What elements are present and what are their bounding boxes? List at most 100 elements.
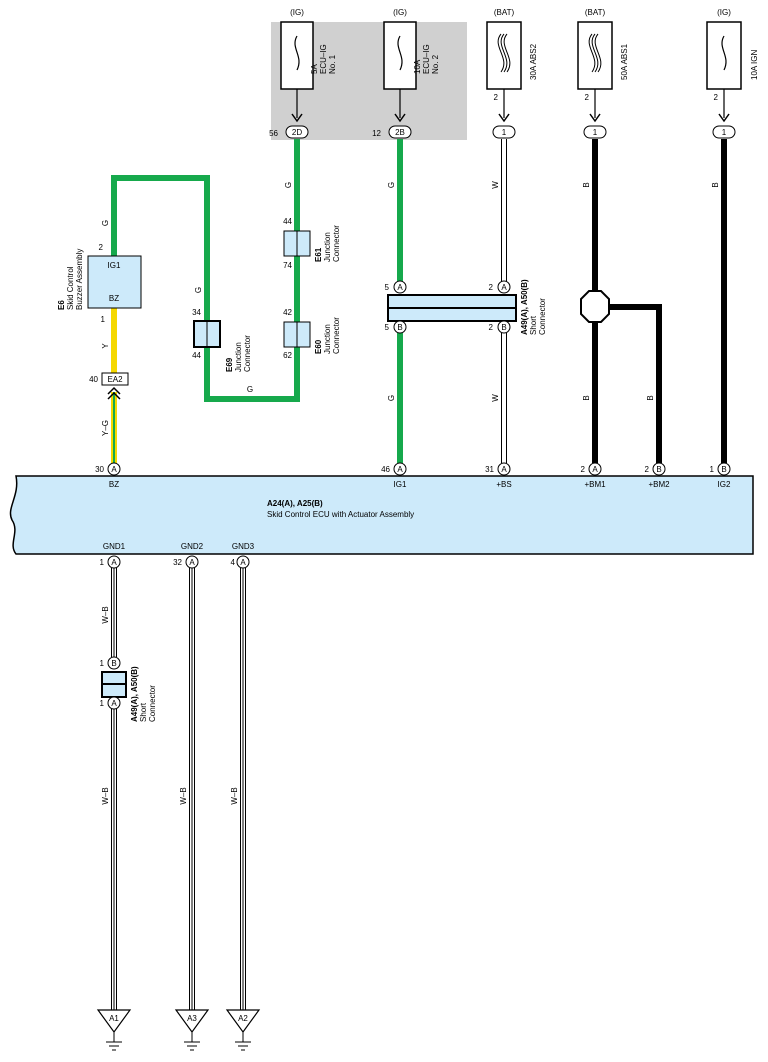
skid-control-buzzer: 2 IG1 BZ 1 E6 Skid Control Buzzer Assemb…	[57, 243, 142, 324]
ground-icon	[184, 1032, 200, 1051]
fuse-name: ECU–IG	[319, 44, 328, 74]
ecu-pin-gnd1: GND1 1 A	[100, 542, 126, 569]
wire-color-label: W–B	[101, 606, 110, 623]
fuse-pin: 2	[494, 93, 499, 102]
pin-label: +BM2	[648, 480, 670, 489]
fuse-rating: 50A ABS1	[620, 43, 629, 80]
fuse-source-label: (IG)	[290, 8, 304, 17]
ground-point-a3: A3	[174, 1009, 210, 1051]
pin-number: 44	[192, 351, 201, 360]
component-code: E61	[314, 247, 323, 262]
ground-label: A1	[109, 1014, 119, 1023]
pin-label: GND3	[232, 542, 255, 551]
connector-letter: A	[111, 465, 117, 474]
short-connector-top: A 5 A 2 B 5 B 2 A49(A), A50(B) Short Con…	[385, 279, 547, 335]
ground-icon	[106, 1032, 122, 1051]
pin-number: 5	[385, 283, 390, 292]
component-name: Short	[529, 315, 538, 335]
component-code: E60	[314, 339, 323, 354]
wire-color-label: G	[284, 182, 293, 188]
pin-number: 42	[283, 308, 292, 317]
terminal-arrow-icon	[718, 113, 730, 123]
fuse-icon	[721, 35, 727, 71]
pin-number: 44	[283, 217, 292, 226]
fuse-ecu-ig-no1: (IG) 5A ECU–IG No. 1 56 2D	[269, 8, 337, 139]
component-name: Short	[139, 702, 148, 722]
wire-color-label: G	[387, 395, 396, 401]
wire-color-label: W	[491, 181, 500, 189]
splice-point	[580, 290, 610, 323]
component-name: Connector	[332, 317, 341, 354]
pin-number: 1	[100, 659, 105, 668]
skid-control-ecu: A24(A), A25(B) Skid Control ECU with Act…	[9, 462, 754, 569]
pin-number: 2	[489, 323, 494, 332]
chevron-up-icon	[107, 386, 121, 400]
fuse-source-label: (BAT)	[494, 8, 515, 17]
connector-letter: B	[111, 659, 116, 668]
terminal-number: 56	[269, 129, 278, 138]
connector-letter: A	[397, 283, 403, 292]
fuse-rating: 5A	[310, 64, 319, 74]
short-connector-bottom: 1 B 1 A A49(A), A50(B) Short Connector	[100, 656, 157, 722]
ground-label: A3	[187, 1014, 197, 1023]
wire-green-buzzer-loop	[111, 139, 300, 402]
junction-connector-e60: 42 62 E60 Junction Connector	[283, 308, 341, 360]
component-code: A49(A), A50(B)	[130, 666, 139, 722]
pin-number: 32	[173, 558, 182, 567]
fuse-name: ECU–IG	[422, 44, 431, 74]
pin-number: 2	[489, 283, 494, 292]
fuse-source-label: (IG)	[393, 8, 407, 17]
connector-letter: A	[111, 558, 117, 567]
connector-letter: A	[501, 283, 507, 292]
connector-letter: B	[501, 323, 506, 332]
connector-letter: A	[111, 699, 117, 708]
pin-number: 1	[100, 699, 105, 708]
wire-color-label: B	[646, 395, 655, 400]
connector-label: 2B	[395, 128, 405, 137]
wire-color-label: G	[247, 385, 253, 394]
connector-ea2: 40 EA2	[89, 372, 129, 400]
pin-label: IG1	[394, 480, 407, 489]
pin-label: IG1	[108, 261, 121, 270]
terminal-arrow-icon	[498, 113, 510, 123]
pin-label: GND1	[103, 542, 126, 551]
pin-number: 31	[485, 465, 494, 474]
pin-label: GND2	[181, 542, 204, 551]
ecu-pin-gnd2: GND2 32 A	[173, 542, 204, 569]
fuse-ecu-ig-no2: (IG) 10A ECU–IG No. 2 12 2B	[372, 8, 440, 139]
wire-color-label: B	[582, 395, 591, 400]
connector-label: EA2	[107, 375, 123, 384]
wire-color-label: Y	[101, 343, 110, 349]
wire-color-label: B	[582, 182, 591, 187]
terminal-arrow-icon	[394, 113, 406, 123]
connector-letter: A	[501, 465, 507, 474]
pin-number: 62	[283, 351, 292, 360]
pin-number: 34	[192, 308, 201, 317]
component-name: Connector	[332, 225, 341, 262]
fuse-icon	[397, 35, 403, 71]
pin-number: 30	[95, 465, 104, 474]
ecu-pin-bs: 31 A +BS	[485, 462, 512, 489]
connector-letter: A	[189, 558, 195, 567]
pin-label: BZ	[109, 480, 119, 489]
pin-number: 2	[581, 465, 586, 474]
wire-black-bm2	[607, 304, 662, 463]
ecu-pin-bm1: 2 A +BM1	[581, 462, 606, 489]
wire-color-label: G	[387, 182, 396, 188]
terminal-arrow-icon	[589, 113, 601, 123]
pin-label: +BM1	[584, 480, 606, 489]
fuse-name-suffix: No. 1	[328, 54, 337, 74]
pin-number: 40	[89, 375, 98, 384]
component-code: E69	[225, 357, 234, 372]
component-name: Connector	[538, 298, 547, 335]
fuse-rating: 10A IGN	[750, 50, 759, 80]
component-name: Buzzer Assembly	[75, 249, 84, 310]
component-name: Connector	[148, 685, 157, 722]
ecu-pin-bm2: 2 B +BM2	[645, 462, 670, 489]
wire-color-label: W–B	[179, 787, 188, 804]
wire-color-label: G	[101, 220, 110, 226]
pin-number: 2	[99, 243, 104, 252]
connector-label: 1	[722, 128, 727, 137]
component-code: A49(A), A50(B)	[520, 279, 529, 335]
